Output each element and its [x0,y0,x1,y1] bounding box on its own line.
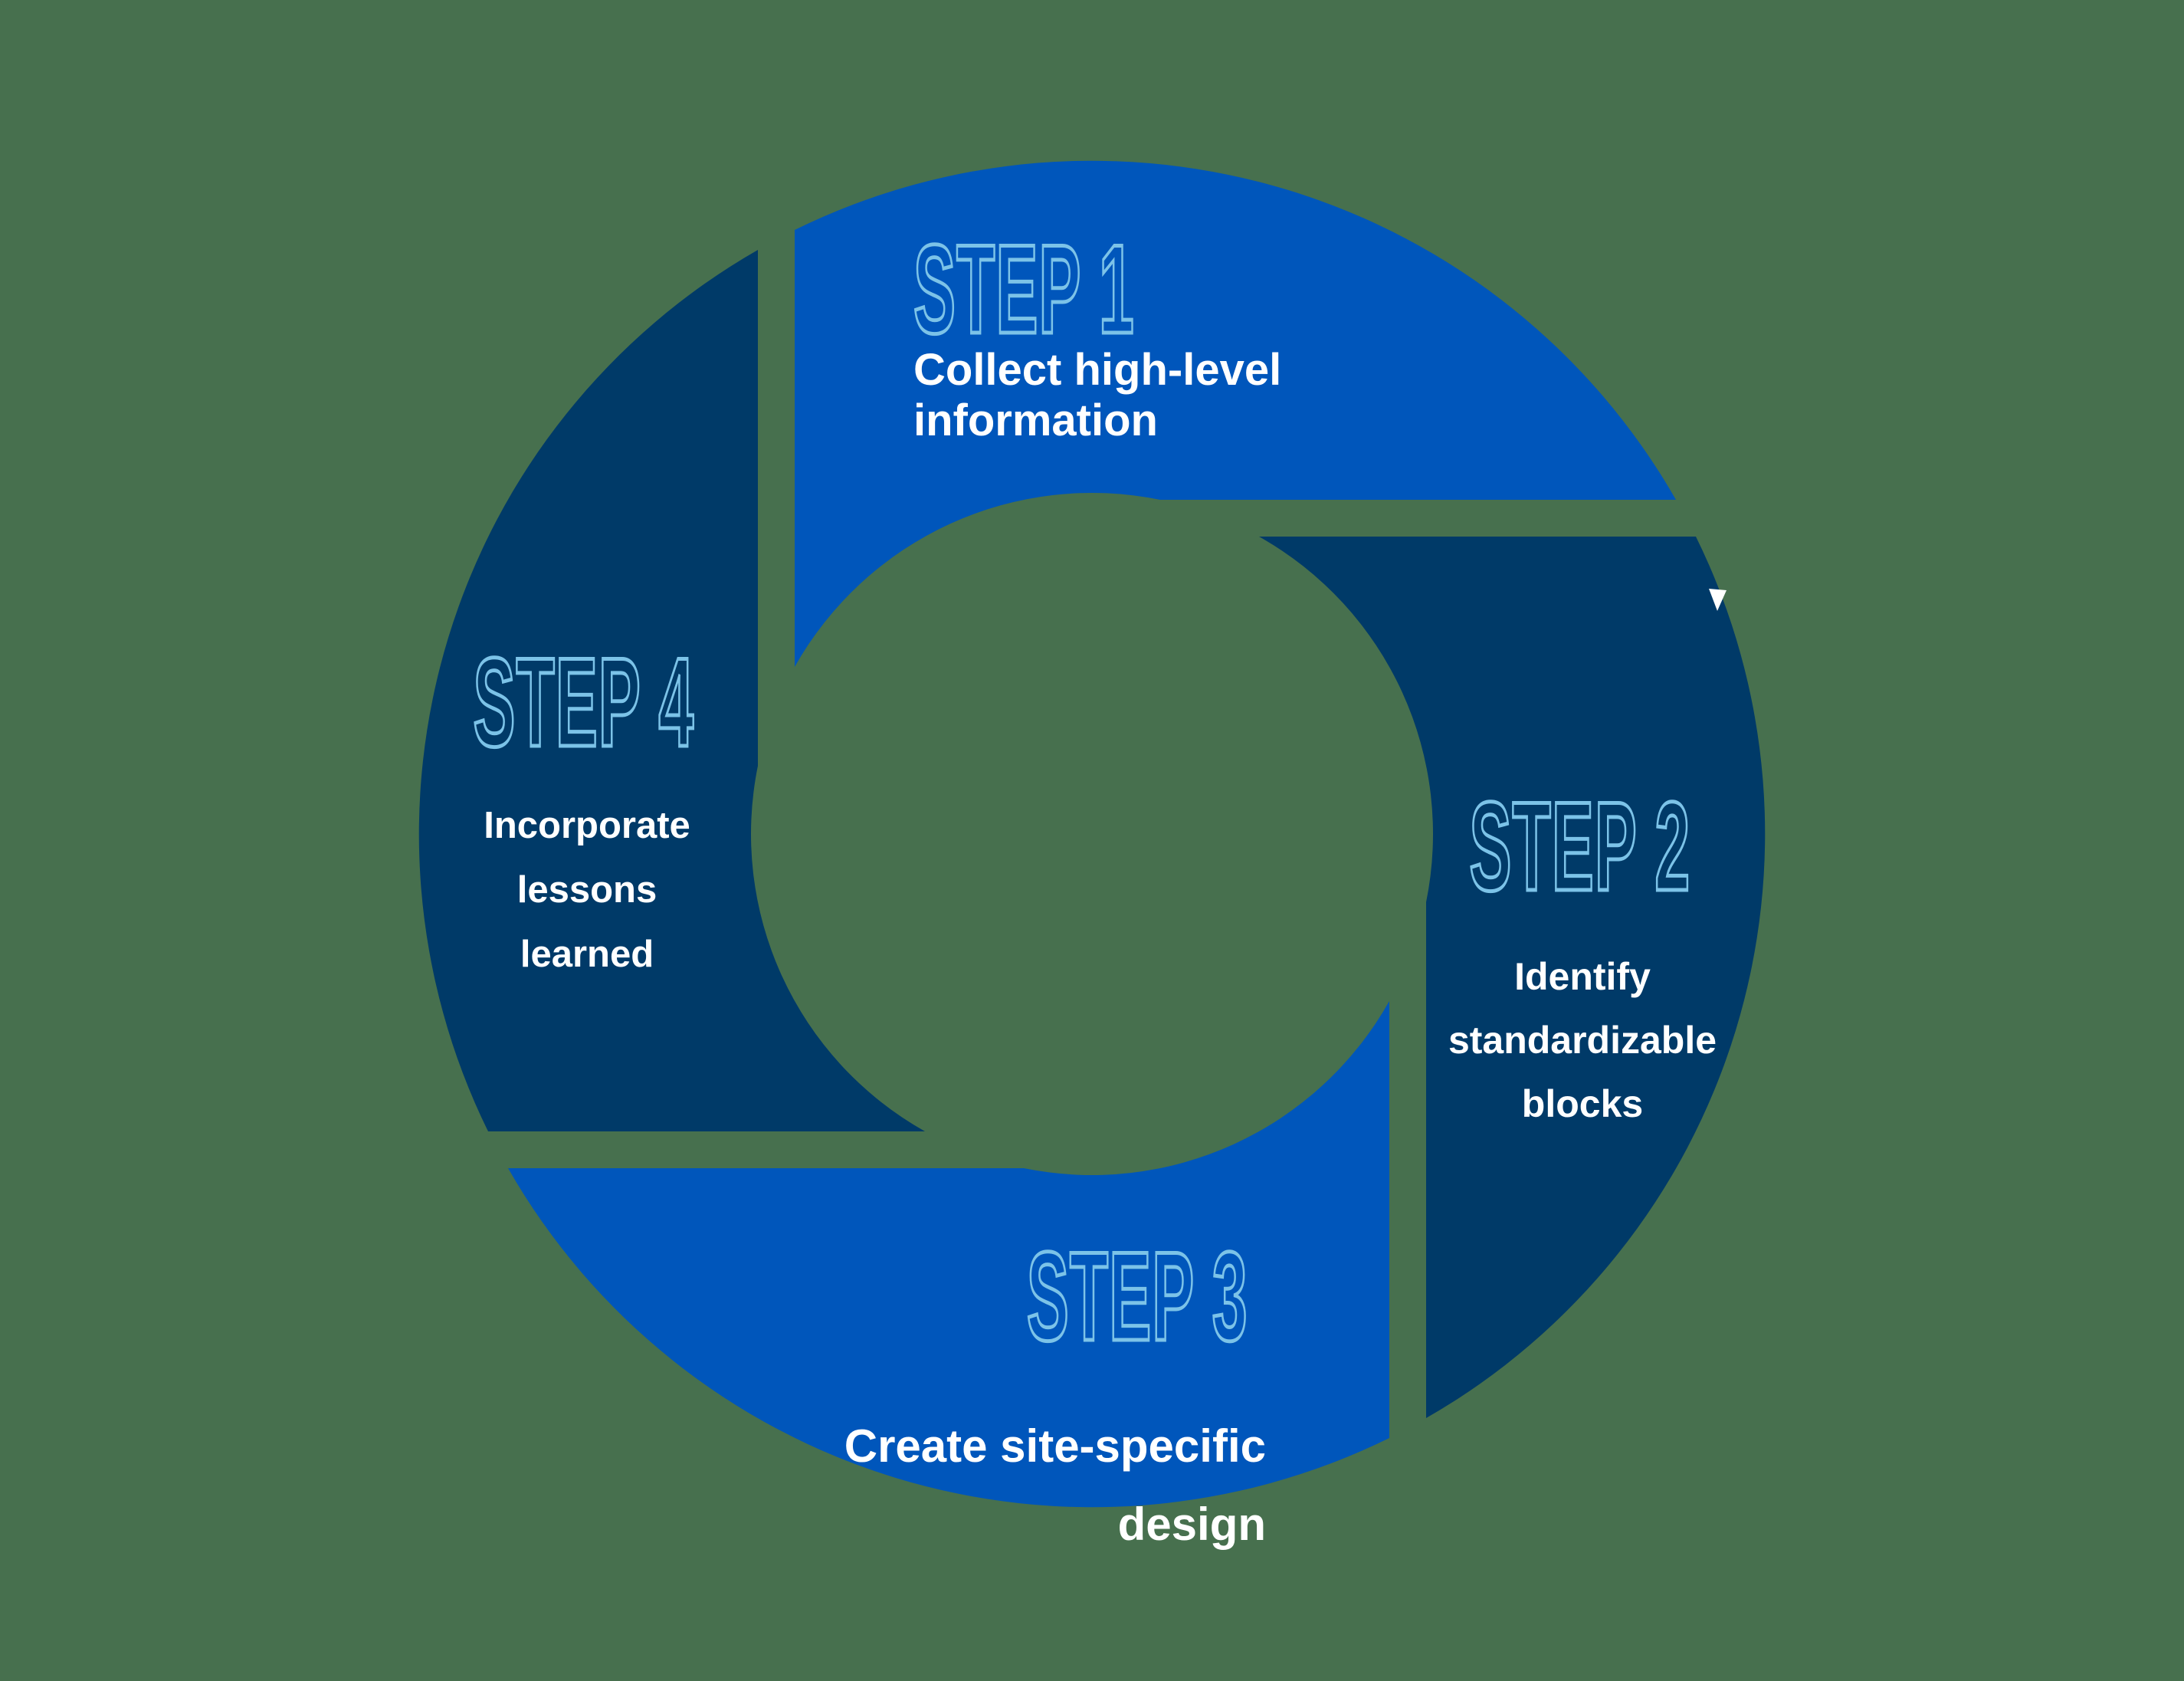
step4-label: STEP 4 [277,632,890,773]
text-line: learned [520,934,654,975]
text-line: Identify [1514,955,1651,998]
segment-step1 [795,160,1676,667]
step2-label: STEP 2 [1274,776,1887,917]
text-line: Create site-specific [844,1420,1266,1472]
step4-description: Incorporate lessons learned [280,793,894,987]
segment-step3 [508,1001,1389,1508]
text-line: information [913,396,1158,445]
white-notch-artifact [1709,589,1727,611]
segment-step4 [418,250,925,1131]
step1-label: STEP 1 [913,218,1603,360]
text-line: blocks [1521,1082,1644,1125]
text-line: design [1117,1499,1266,1550]
step1-description: Collect high-level information [913,345,1281,446]
step3-description: Create site-specific design [653,1407,1266,1564]
step3-label-text: STEP 3 [1026,1226,1248,1367]
step3-label: STEP 3 [635,1226,1248,1367]
step4-label-text: STEP 4 [472,632,695,773]
step2-description: Identify standardizable blocks [1276,945,1889,1136]
text-line: Collect high-level [913,345,1282,395]
segment-step2 [1259,537,1766,1418]
step2-label-text: STEP 2 [1468,776,1691,917]
step1-label-text: STEP 1 [913,218,1135,360]
text-line: lessons [516,869,657,911]
text-line: Incorporate [484,805,690,846]
text-line: standardizable [1448,1019,1717,1062]
